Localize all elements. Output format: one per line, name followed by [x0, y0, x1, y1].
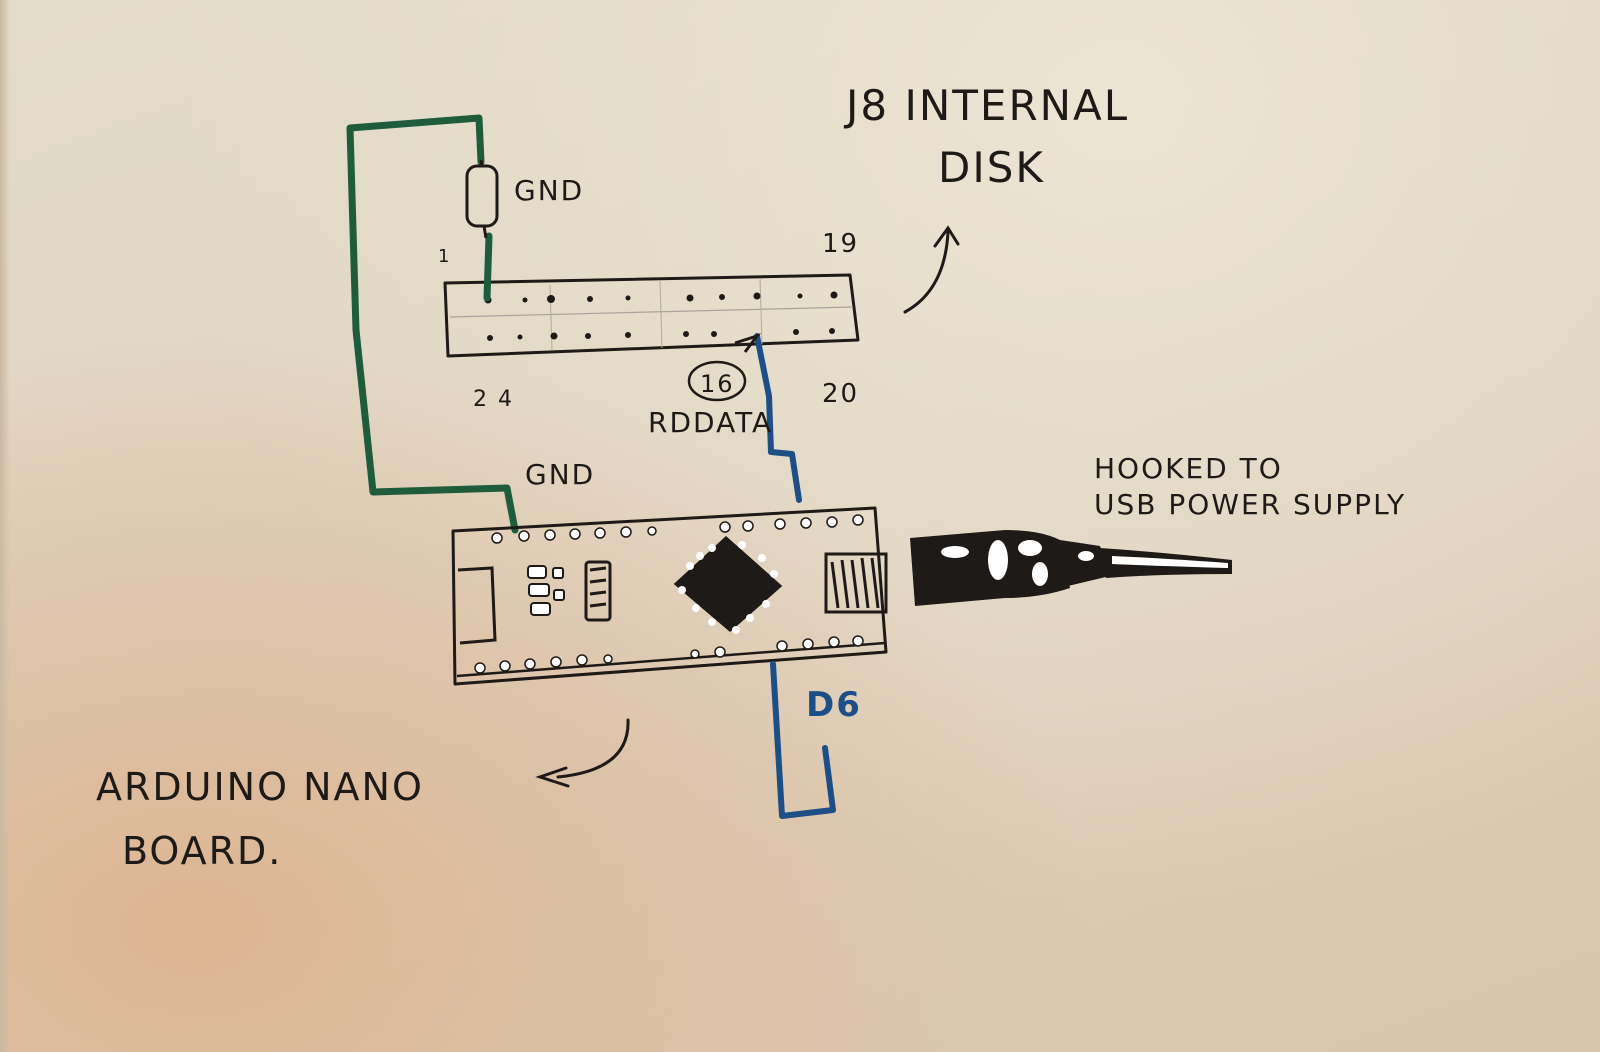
usb-note-line2: USB POWER SUPPLY — [1094, 488, 1406, 521]
board-label-line1: ARDUINO NANO — [96, 765, 424, 809]
j8-header-connector — [443, 273, 860, 358]
header-title-line2: DISK — [938, 143, 1045, 192]
gnd-wire-green — [346, 114, 519, 534]
pin-16-label: 16 — [700, 370, 735, 398]
usb-note-line1: HOOKED TO — [1094, 452, 1283, 485]
microcontroller-chip-icon — [673, 535, 783, 634]
pin-19-label: 19 — [822, 229, 859, 259]
paper-edge — [0, 0, 10, 1052]
d6-wire-blue — [770, 661, 836, 819]
d6-label: D6 — [806, 685, 862, 725]
board-arrow-icon — [535, 718, 630, 788]
resistor-icon — [465, 159, 499, 239]
gnd-bottom-label: GND — [525, 458, 595, 491]
gnd-top-label: GND — [514, 174, 584, 207]
pin-1-label: 1 — [438, 246, 451, 267]
board-label-line2: BOARD. — [122, 829, 282, 873]
arduino-nano-board — [451, 506, 888, 686]
usb-cable-icon — [910, 530, 1232, 606]
pin-16-arrow-icon — [687, 333, 762, 402]
curved-arrow-icon — [903, 225, 960, 314]
pin-20-label: 20 — [822, 379, 859, 409]
pins-2-4-label: 2 4 — [473, 387, 514, 412]
rddata-label: RDDATA — [648, 406, 773, 439]
header-title-line1: J8 INTERNAL — [843, 81, 1129, 130]
rddata-wire-blue — [754, 333, 802, 503]
